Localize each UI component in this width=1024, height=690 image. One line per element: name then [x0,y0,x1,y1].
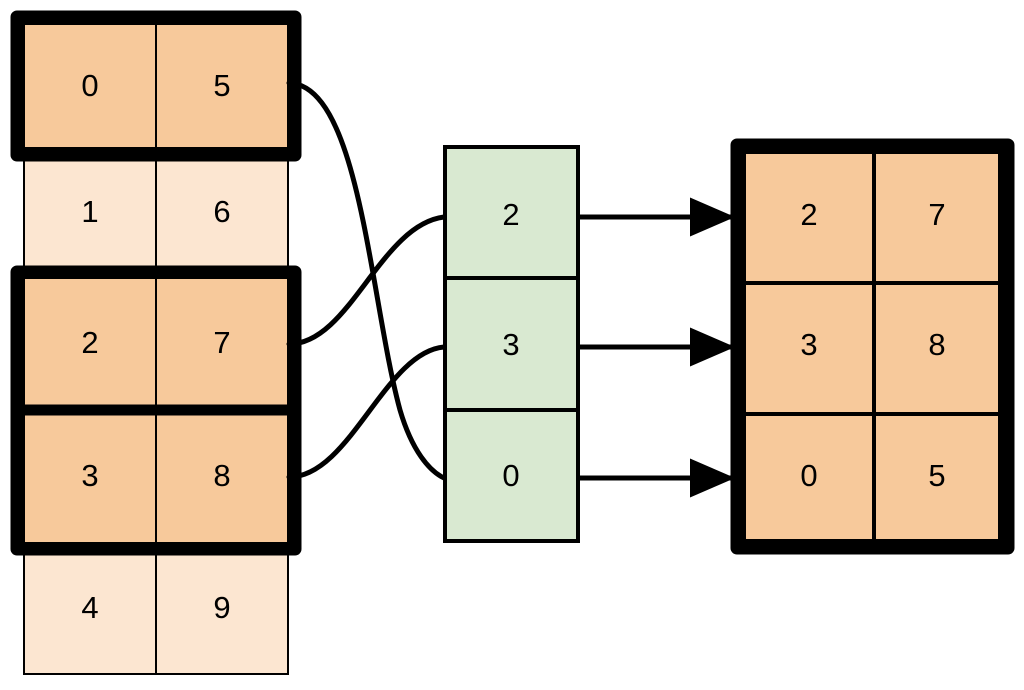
curve-row2-to-index-2 [286,214,447,347]
index-cell-2[interactable] [443,408,580,543]
source-cell-1-a[interactable] [23,147,157,279]
source-value-4-b: 9 [213,590,230,625]
source-cell-3-b[interactable] [155,409,289,544]
index-cell-0[interactable] [443,145,580,280]
source-value-4-a: 4 [81,590,98,625]
connector-curves [286,80,455,483]
result-row-0[interactable]: 2 7 [742,150,1002,285]
source-value-2-a: 2 [81,325,98,360]
source-row-0[interactable]: 0 5 [23,23,289,149]
result-cell-0-a[interactable] [742,150,876,285]
source-cell-4-a[interactable] [23,542,157,675]
source-cell-2-b[interactable] [155,277,289,411]
result-cell-1-b[interactable] [872,281,1002,416]
source-cell-4-b[interactable] [155,542,289,675]
index-value-0: 2 [502,197,519,232]
result-cell-2-a[interactable] [742,412,876,543]
curve-row3-to-index-3 [286,344,447,480]
source-table: 0 5 1 6 2 7 3 8 [10,10,302,675]
result-value-0-b: 7 [928,197,945,232]
result-table-outline [730,138,1015,555]
result-row-2[interactable]: 0 5 [742,412,1002,543]
source-value-0-a: 0 [81,68,98,103]
source-value-3-a: 3 [81,458,98,493]
source-row-4[interactable]: 4 9 [23,542,289,675]
source-value-2-b: 7 [213,325,230,360]
source-cell-0-b[interactable] [155,23,289,149]
source-cell-0-a[interactable] [23,23,157,149]
result-row-1[interactable]: 3 8 [742,281,1002,416]
result-cell-0-b[interactable] [872,150,1002,285]
source-value-0-b: 5 [213,68,230,103]
index-column: 2 3 0 [443,145,580,543]
source-value-3-b: 8 [213,458,230,493]
result-cell-2-b[interactable] [872,412,1002,543]
result-value-2-a: 0 [800,458,817,493]
connector-arrows [580,197,736,498]
source-row-3[interactable]: 3 8 [23,409,289,544]
source-row-1[interactable]: 1 6 [23,147,289,279]
result-table: 2 7 3 8 0 5 [730,138,1015,555]
result-value-0-a: 2 [800,197,817,232]
source-row-2[interactable]: 2 7 [23,277,289,411]
result-value-2-b: 5 [928,458,945,493]
curve-row0-to-index-0 [286,80,455,483]
index-value-2: 0 [502,458,519,493]
index-value-1: 3 [502,327,519,362]
result-value-1-a: 3 [800,327,817,362]
source-cell-1-b[interactable] [155,147,289,279]
source-value-1-b: 6 [213,194,230,229]
source-value-1-a: 1 [81,194,98,229]
result-value-1-b: 8 [928,327,945,362]
